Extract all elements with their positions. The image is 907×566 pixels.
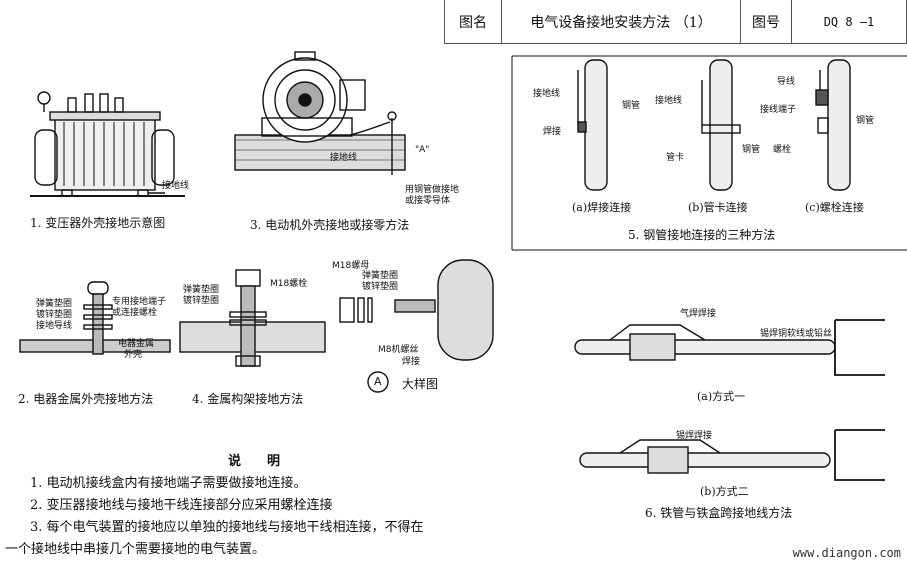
fig5c-bolt-label: 螺栓 (773, 145, 792, 155)
note-item-3: 3. 每个电气装置的接地应以单独的接地线与接地干线相连接，不得在 (30, 520, 424, 535)
fig2-ground-wire-label: 接地导线 (36, 321, 73, 331)
steel-pipe-a-drawing (577, 59, 608, 191)
fig4-caption: 4. 金属构架接地方法 (192, 392, 304, 406)
fig2-caption: 2. 电器金属外壳接地方法 (18, 392, 154, 406)
title-block-name-label: 图名 (444, 0, 502, 44)
title-block-number-label: 图号 (740, 0, 792, 44)
fig5a-ground-wire-label: 接地线 (533, 89, 561, 99)
fig5a-caption: (a)焊接连接 (572, 201, 632, 214)
motor-drawing (234, 51, 406, 175)
fig5b-ground-wire-label: 接地线 (655, 96, 683, 106)
notes-heading: 说 明 (228, 454, 281, 469)
pipe-box-method-1-drawing (574, 319, 885, 376)
fig1-ground-wire-label: 接地线 (162, 181, 190, 191)
detail-weld-label: 焊接 (402, 357, 421, 367)
fig3-caption: 3. 电动机外壳接地或接零方法 (250, 218, 410, 232)
fig6-caption: 6. 铁管与铁盒跨接地线方法 (645, 506, 793, 520)
fig4-zinc-washer-label: 镀锌垫圈 (183, 296, 220, 306)
fig2-housing-label: 外壳 (124, 350, 143, 360)
fig1-caption: 1. 变压器外壳接地示意图 (30, 216, 166, 230)
fig2-terminal-label: 专用接地端子 (112, 297, 167, 307)
fig6a-caption: (a)方式一 (697, 390, 746, 403)
title-block-name-value: 电气设备接地安装方法 （1） (501, 0, 741, 44)
fig4-spring-washer-label: 弹簧垫圈 (183, 285, 220, 295)
fig5a-weld-label: 焊接 (543, 127, 562, 137)
fig2-spring-washer-label: 弹簧垫圈 (36, 299, 73, 309)
note-item-4: 一个接地线中串接几个需要接地的电气装置。 (5, 542, 266, 557)
fig5b-caption: (b)管卡连接 (688, 201, 748, 214)
housing-grounding-drawing (19, 281, 171, 355)
detail-a-drawing (339, 259, 494, 393)
fig2-zinc-washer-label: 镀锌垫圈 (36, 310, 73, 320)
title-block-number-value: DQ 8 —1 (791, 0, 907, 44)
steel-pipe-b-drawing (701, 59, 741, 191)
detail-spring-washer-label: 弹簧垫圈 (362, 271, 399, 281)
fig3-pipe-label-2: 或接零导体 (405, 196, 451, 206)
fig5c-pipe-label: 钢管 (856, 116, 875, 126)
fig5a-pipe-label: 钢管 (622, 101, 641, 111)
fig6b-caption: (b)方式二 (700, 485, 749, 498)
fig6a-tin-solder-label: 锡焊铜软线或铅丝 (760, 329, 833, 339)
detail-nut-label: M18螺母 (332, 261, 370, 271)
fig6b-tin-weld-label: 锡焊焊接 (676, 431, 713, 441)
fig5b-clamp-label: 管卡 (666, 153, 685, 163)
fig5c-terminal-label: 接线端子 (760, 105, 797, 115)
fig5c-wire-label: 导线 (777, 77, 796, 87)
fig5-caption: 5. 钢管接地连接的三种方法 (628, 228, 776, 242)
fig5b-pipe-label: 钢管 (742, 145, 761, 155)
fig5c-caption: (c)螺栓连接 (805, 201, 864, 214)
fig3-ground-wire-label: 接地线 (330, 153, 358, 163)
frame-grounding-drawing (179, 269, 326, 367)
fig6a-gas-weld-label: 气焊焊接 (680, 309, 717, 319)
note-item-1: 1. 电动机接线盒内有接地端子需要做接地连接。 (30, 476, 307, 491)
detail-screw-label: M8机螺丝 (378, 345, 419, 355)
fig2-bolt-label: 或连接螺栓 (112, 308, 158, 318)
detail-zinc-washer-label: 镀锌垫圈 (362, 282, 399, 292)
transformer-drawing (30, 91, 185, 197)
fig3-pipe-label-1: 用钢管做接地 (405, 185, 460, 195)
fig2-metal-label: 电器金属 (118, 339, 155, 349)
steel-pipe-c-drawing (815, 59, 851, 191)
watermark: www.diangon.com (792, 546, 901, 560)
detail-caption: 大样图 (402, 377, 439, 391)
fig4-bolt-label: M18螺栓 (270, 279, 308, 289)
fig3-a-marker-label: "A" (415, 145, 430, 155)
note-item-2: 2. 变压器接地线与接地干线连接部分应采用螺栓连接 (30, 498, 333, 513)
pipe-box-method-2-drawing (579, 429, 885, 481)
detail-marker: A (374, 375, 382, 388)
